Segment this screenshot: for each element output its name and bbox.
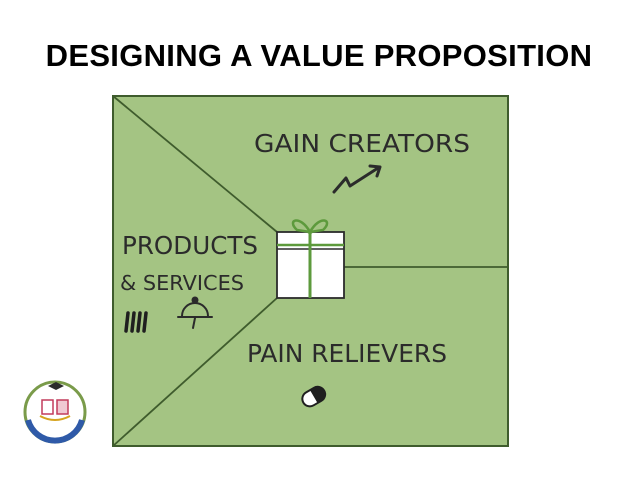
products-label: PRODUCTS bbox=[122, 231, 258, 260]
services-label: & SERVICES bbox=[120, 271, 244, 295]
pain-relievers-label: PAIN RELIEVERS bbox=[247, 339, 447, 368]
gain-arrow-icon bbox=[332, 164, 382, 194]
gain-creators-label: GAIN CREATORS bbox=[254, 129, 470, 158]
divider-bottom-left bbox=[112, 297, 278, 447]
gift-box-icon bbox=[276, 219, 345, 299]
tally-marks-icon bbox=[124, 311, 148, 333]
food-cloche-icon bbox=[177, 296, 213, 329]
slide-title: DESIGNING A VALUE PROPOSITION bbox=[45, 38, 593, 73]
pill-icon bbox=[301, 385, 327, 408]
college-logo bbox=[23, 380, 87, 444]
divider-top-left bbox=[112, 95, 278, 233]
